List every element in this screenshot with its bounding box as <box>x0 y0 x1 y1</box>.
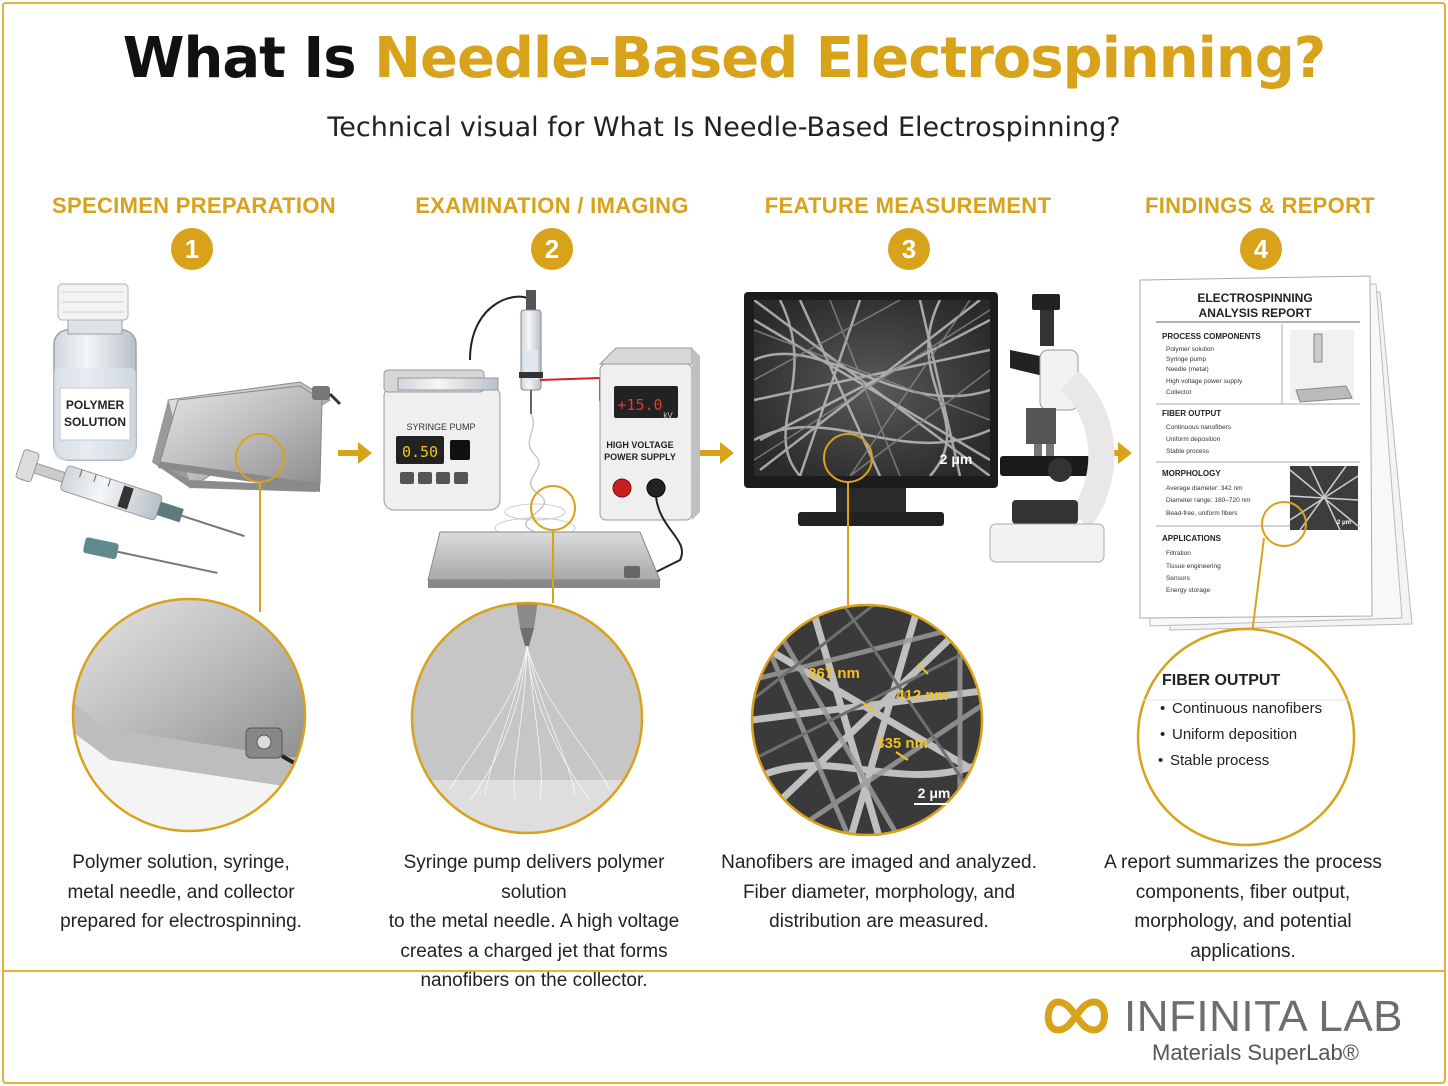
report-section-item: Syringe pump <box>1166 356 1206 363</box>
monitor-scale-label: 2 μm <box>940 451 973 467</box>
zoom-item: Stable process <box>1170 752 1269 769</box>
step-4-caption: A report summarizes the process componen… <box>1078 848 1408 966</box>
report-section-item: Needle (metal) <box>1166 366 1209 373</box>
caption-line: Nanofibers are imaged and analyzed. <box>721 852 1037 873</box>
monitor-icon <box>744 292 998 526</box>
measurement-label-1: 267 nm <box>808 665 860 682</box>
brand-tagline: Materials SuperLab® <box>1152 1040 1359 1065</box>
report-section-heading: PROCESS COMPONENTS <box>1162 332 1261 341</box>
step-2-number: 2 <box>531 228 573 270</box>
polymer-bottle-icon <box>53 283 137 461</box>
caption-line: creates a charged jet that forms <box>400 940 668 962</box>
step-1-number: 1 <box>171 228 213 270</box>
report-section-item: High voltage power supply <box>1166 378 1243 385</box>
pump-display: 0.50 <box>402 443 438 461</box>
page-subtitle: Technical visual for What Is Needle-Base… <box>327 112 1121 143</box>
report-section-heading: FIBER OUTPUT <box>1162 409 1221 418</box>
step-3-title: FEATURE MEASUREMENT <box>764 193 1052 218</box>
title-prefix: What Is <box>122 26 375 91</box>
step-4-title: FINDINGS & REPORT <box>1145 193 1375 218</box>
zoom-collector-plate <box>73 599 305 831</box>
zoom-item: Continuous nanofibers <box>1172 700 1322 717</box>
report-section-item: Sensors <box>1166 575 1191 582</box>
microscope-icon <box>989 294 1115 563</box>
report-section-item: Bead-free, uniform fibers <box>1166 510 1238 517</box>
caption-line: prepared for electrospinning. <box>60 911 302 932</box>
measurement-label-3: 335 nm <box>876 735 928 752</box>
zoom-report-excerpt <box>1136 627 1356 847</box>
power-label-line1: HIGH VOLTAGE <box>606 440 673 450</box>
needle-icon <box>83 537 218 574</box>
power-label-line2: POWER SUPPLY <box>604 452 676 462</box>
collector-plate-icon <box>427 531 661 588</box>
collector-plate-icon <box>152 381 342 492</box>
infinity-logo-icon <box>1044 998 1108 1034</box>
report-title-line1: ELECTROSPINNING <box>1197 291 1312 305</box>
report-section-item: Energy storage <box>1166 587 1210 594</box>
bottle-label-line1: POLYMER <box>66 398 125 412</box>
zoom-item: Uniform deposition <box>1172 726 1297 743</box>
power-supply-icon <box>598 347 700 581</box>
syringe-pump-icon <box>383 369 501 511</box>
report-section-item: Uniform deposition <box>1166 436 1221 443</box>
power-display: +15.0 <box>617 396 662 414</box>
caption-line: applications. <box>1190 940 1296 962</box>
step-1-caption: Polymer solution, syringe, metal needle,… <box>16 848 346 937</box>
step-2-caption: Syringe pump delivers polymer solution t… <box>369 848 699 996</box>
zoom-bullet: • <box>1160 726 1165 743</box>
caption-line: morphology, and potential <box>1134 911 1352 932</box>
report-section-item: Stable process <box>1166 448 1210 455</box>
measurement-label-2: 412 nm <box>896 687 948 704</box>
caption-line: Fiber diameter, morphology, and <box>742 881 1016 903</box>
caption-line: Polymer solution, syringe, <box>72 852 290 873</box>
step-1-title: SPECIMEN PREPARATION <box>52 193 336 218</box>
flow-arrow-icon <box>1098 442 1132 464</box>
caption-line: to the metal needle. A high voltage <box>388 911 680 932</box>
caption-line: A report summarizes the process <box>1104 852 1382 873</box>
report-section-item: Filtration <box>1166 550 1191 557</box>
caption-line: Syringe pump delivers polymer solution <box>403 852 665 903</box>
caption-line: components, fiber output, <box>1135 881 1351 903</box>
report-section-item: Tissue engineering <box>1166 563 1221 570</box>
report-section-heading: APPLICATIONS <box>1162 534 1222 543</box>
report-thumb-scale: 2 μm <box>1337 520 1351 526</box>
report-section-item: Polymer solution <box>1166 346 1214 353</box>
step-3-number: 3 <box>888 228 930 270</box>
report-section-item: Diameter range: 180–720 nm <box>1166 497 1251 504</box>
zoom-bullet: • <box>1160 700 1165 717</box>
title-highlight: Needle-Based Electrospinning? <box>374 26 1326 91</box>
report-title-line2: ANALYSIS REPORT <box>1199 306 1313 320</box>
step-2-title: EXAMINATION / IMAGING <box>415 193 689 218</box>
brand-name: INFINITA LAB <box>1124 992 1404 1041</box>
syringe-icon <box>15 449 245 538</box>
zoom-heading: FIBER OUTPUT <box>1162 672 1280 689</box>
footer-divider <box>4 970 1444 972</box>
bottle-label-line2: SOLUTION <box>64 415 126 429</box>
caption-line: distribution are measured. <box>769 911 989 932</box>
page-title: What Is Needle-Based Electrospinning? <box>0 26 1448 91</box>
step-3-caption: Nanofibers are imaged and analyzed. Fibe… <box>714 848 1044 937</box>
caption-line: nanofibers on the collector. <box>420 970 648 991</box>
report-section-item: Average diameter: 342 nm <box>1166 485 1242 492</box>
caption-line: metal needle, and collector <box>67 881 295 903</box>
flow-arrow-icon <box>338 442 372 464</box>
report-section-heading: MORPHOLOGY <box>1162 469 1221 478</box>
zoom-bullet: • <box>1158 752 1163 769</box>
flow-arrow-icon <box>700 442 734 464</box>
step-4-number: 4 <box>1240 228 1282 270</box>
report-section-item: Continuous nanofibers <box>1166 424 1232 431</box>
report-section-item: Collector <box>1166 389 1192 396</box>
zoom-scale-label: 2 μm <box>918 785 951 801</box>
report-document-icon <box>1139 275 1413 631</box>
power-unit: kV <box>663 411 673 420</box>
pump-label: SYRINGE PUMP <box>406 422 475 432</box>
